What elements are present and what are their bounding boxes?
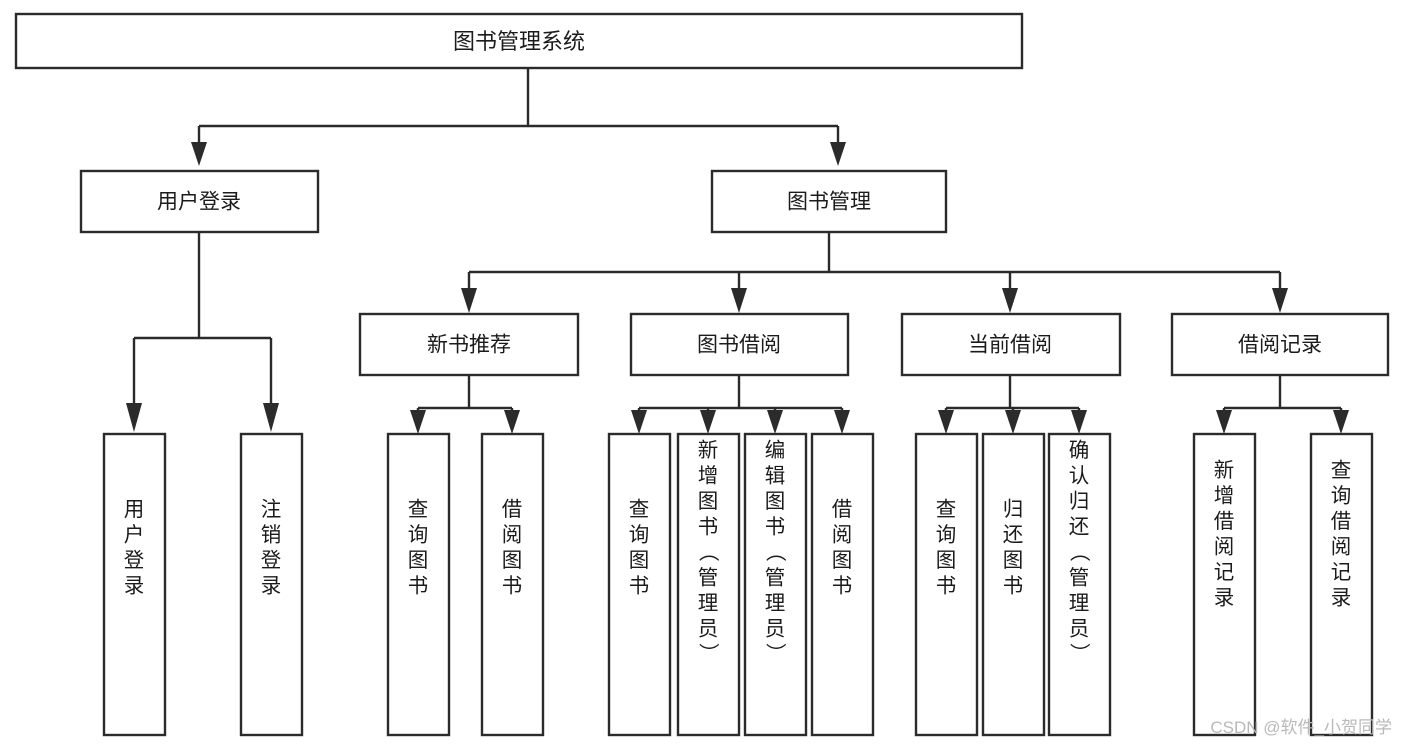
leaf-rect[interactable]: [239, 432, 304, 737]
csdn-watermark: CSDN @软件_小贺同学: [1210, 718, 1392, 737]
edges-current-borrow-to-leaves: [938, 375, 1087, 434]
arrowhead-ul-0: [126, 403, 142, 432]
leaf-node[interactable]: 借阅图书: [480, 432, 545, 737]
leaf-rect[interactable]: [1192, 432, 1257, 737]
leaf-node[interactable]: 查询图书: [607, 432, 672, 737]
leaves-book-borrow: 查询图书 新增图书（管理员） 编辑图书（管理员） 借阅图书: [607, 432, 875, 737]
arrowhead-cb-1: [1005, 410, 1021, 434]
edges-user-login-to-leaves: [126, 232, 279, 432]
leaf-rect[interactable]: [810, 432, 875, 737]
arrowhead-ul-1: [263, 403, 279, 432]
node-user-login-label: 用户登录: [157, 191, 241, 214]
node-current-borrow-rect[interactable]: [900, 312, 1122, 377]
arrowhead-nb-0: [410, 410, 426, 434]
leaf-label: 归还图书: [1003, 498, 1024, 598]
arrowhead-l3-3: [1272, 288, 1288, 313]
leaf-label: 查询图书: [629, 498, 650, 598]
arrowhead-l3-0: [461, 288, 477, 313]
leaf-label: 确认归还（管理员）: [1069, 439, 1091, 666]
leaf-node[interactable]: 新增图书（管理员）: [676, 432, 741, 737]
leaf-rect[interactable]: [743, 432, 808, 737]
leaf-label: 新增借阅记录: [1214, 459, 1235, 610]
leaf-label: 用户登录: [124, 498, 145, 598]
node-new-book[interactable]: 新书推荐: [358, 312, 580, 377]
node-borrow-record-rect[interactable]: [1170, 312, 1390, 377]
arrowhead-bb-2: [767, 410, 783, 434]
leaves-borrow-record: 新增借阅记录 查询借阅记录: [1192, 432, 1374, 737]
edges-book-manage-to-level3: [461, 232, 1288, 313]
leaf-label: 借阅图书: [502, 498, 523, 598]
node-root-rect[interactable]: [14, 12, 1024, 70]
leaf-label: 查询借阅记录: [1331, 459, 1352, 610]
node-book-borrow[interactable]: 图书借阅: [629, 312, 850, 377]
arrowhead-cb-2: [1071, 410, 1087, 434]
arrowhead-nb-1: [504, 410, 520, 434]
node-new-book-label: 新书推荐: [427, 334, 511, 357]
node-user-login[interactable]: 用户登录: [79, 169, 320, 234]
leaf-node[interactable]: 借阅图书: [810, 432, 875, 737]
leaf-rect[interactable]: [607, 432, 672, 737]
node-current-borrow-label: 当前借阅: [968, 334, 1052, 357]
node-book-manage[interactable]: 图书管理: [710, 169, 948, 234]
leaf-rect[interactable]: [914, 432, 979, 737]
arrowhead-l3-2: [1002, 288, 1018, 313]
leaf-rect[interactable]: [981, 432, 1046, 737]
leaf-rect[interactable]: [676, 432, 741, 737]
leaf-node[interactable]: 查询图书: [914, 432, 979, 737]
node-book-manage-rect[interactable]: [710, 169, 948, 234]
arrowhead-l3-1: [731, 288, 747, 313]
leaf-label: 借阅图书: [832, 498, 853, 598]
edges-new-book-to-leaves: [410, 375, 520, 434]
leaf-node[interactable]: 编辑图书（管理员）: [743, 432, 808, 737]
node-borrow-record-label: 借阅记录: [1238, 334, 1322, 357]
leaves-current-borrow: 查询图书 归还图书 确认归还（管理员）: [914, 432, 1112, 737]
leaf-node[interactable]: 用户登录: [102, 432, 167, 737]
leaf-node[interactable]: 归还图书: [981, 432, 1046, 737]
arrowhead-book-manage: [830, 142, 846, 166]
edges-book-borrow-to-leaves: [631, 375, 850, 434]
node-borrow-record[interactable]: 借阅记录: [1170, 312, 1390, 377]
arrowhead-cb-0: [938, 410, 954, 434]
leaf-label: 查询图书: [936, 498, 957, 598]
arrowhead-br-0: [1216, 410, 1232, 434]
leaves-user-login: 用户登录 注销登录: [102, 432, 304, 737]
node-book-borrow-rect[interactable]: [629, 312, 850, 377]
arrowhead-br-1: [1333, 410, 1349, 434]
arrowhead-bb-1: [700, 410, 716, 434]
node-root[interactable]: 图书管理系统: [14, 12, 1024, 70]
leaf-node[interactable]: 新增借阅记录: [1192, 432, 1257, 737]
leaf-node[interactable]: 查询借阅记录: [1309, 432, 1374, 737]
edges-root-to-level2: [191, 68, 846, 166]
arrowhead-bb-0: [631, 410, 647, 434]
node-current-borrow[interactable]: 当前借阅: [900, 312, 1122, 377]
leaf-label: 新增图书（管理员）: [698, 439, 720, 666]
node-book-manage-label: 图书管理: [787, 191, 871, 214]
node-user-login-rect[interactable]: [79, 169, 320, 234]
leaf-rect[interactable]: [1047, 432, 1112, 737]
node-new-book-rect[interactable]: [358, 312, 580, 377]
arrowhead-bb-3: [834, 410, 850, 434]
leaf-node[interactable]: 确认归还（管理员）: [1047, 432, 1112, 737]
leaf-rect[interactable]: [480, 432, 545, 737]
node-root-label: 图书管理系统: [453, 29, 585, 54]
leaf-label: 注销登录: [261, 498, 282, 598]
leaf-rect[interactable]: [1309, 432, 1374, 737]
arrowhead-user-login: [191, 142, 207, 166]
leaf-rect[interactable]: [102, 432, 167, 737]
leaf-label: 查询图书: [408, 498, 429, 598]
leaf-node[interactable]: 查询图书: [386, 432, 451, 737]
edges-borrow-record-to-leaves: [1216, 375, 1349, 434]
node-book-borrow-label: 图书借阅: [697, 334, 781, 357]
leaf-rect[interactable]: [386, 432, 451, 737]
leaf-label: 编辑图书（管理员）: [765, 439, 787, 666]
leaf-node[interactable]: 注销登录: [239, 432, 304, 737]
leaves-new-book: 查询图书 借阅图书: [386, 432, 545, 737]
